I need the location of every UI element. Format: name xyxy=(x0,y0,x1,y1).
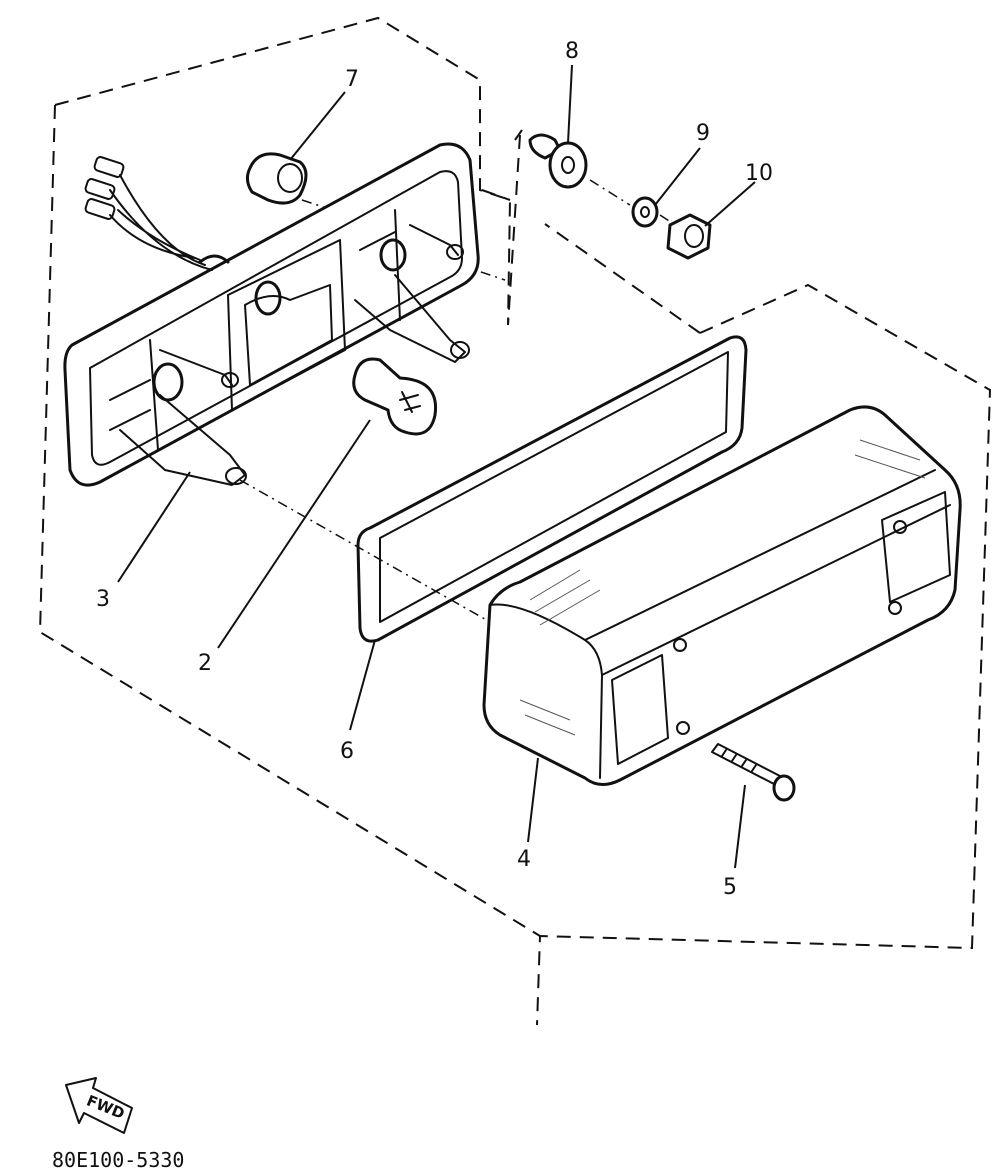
part-label-5: 5 xyxy=(723,875,737,900)
part-6-gasket xyxy=(356,335,748,643)
part-8-collar xyxy=(528,133,588,189)
leader-8 xyxy=(567,64,573,144)
part-label-7: 7 xyxy=(345,67,359,92)
part-label-3: 3 xyxy=(96,587,110,612)
leader-6 xyxy=(349,639,376,731)
tail-light-housing xyxy=(63,142,480,487)
part-label-2: 2 xyxy=(198,651,212,676)
leader-4 xyxy=(527,757,539,843)
leader-3 xyxy=(117,471,191,583)
leader-9 xyxy=(654,147,701,206)
leader-5 xyxy=(734,784,746,869)
housing-group-boundary xyxy=(38,16,541,937)
leader-7 xyxy=(289,91,346,161)
part-9-washer xyxy=(631,196,659,228)
part-label-10: 10 xyxy=(745,161,773,186)
part-4-lens xyxy=(482,405,962,786)
part-2-bulb xyxy=(352,357,438,436)
leader-2 xyxy=(217,419,371,649)
drawing-code: 80E100-5330 xyxy=(52,1148,184,1172)
part-label-6: 6 xyxy=(340,739,354,764)
part-label-4: 4 xyxy=(517,847,531,872)
fastener-group-bracket xyxy=(507,129,523,326)
leader-10 xyxy=(704,181,756,227)
lens-shading xyxy=(519,439,926,736)
part-label-8: 8 xyxy=(565,39,579,64)
part-10-nut xyxy=(666,213,712,260)
fwd-arrow-label: FWD xyxy=(84,1091,127,1122)
fwd-arrow-icon: FWD xyxy=(65,1077,133,1134)
lens-group-boundary xyxy=(536,223,992,1026)
part-7-grommet xyxy=(245,152,308,205)
part-label-9: 9 xyxy=(696,121,710,146)
part-5-screw xyxy=(711,743,796,802)
